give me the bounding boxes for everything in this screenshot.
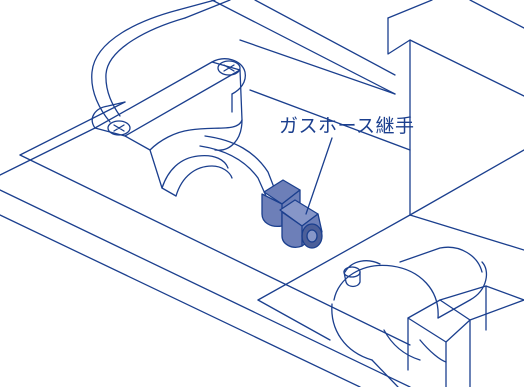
callout-leader-line	[305, 137, 333, 215]
mounting-bracket	[91, 58, 246, 197]
gas-hose	[199, 135, 276, 197]
callout-label-gas-hose-fitting: ガスホース継手	[279, 115, 415, 137]
burner-valve-assembly	[331, 246, 524, 387]
back-wall	[211, 0, 524, 216]
screw-right	[217, 60, 241, 76]
gas-hose-fitting	[261, 179, 323, 249]
screw-left	[107, 120, 131, 136]
hose-loop	[91, 0, 231, 123]
frame-lines	[0, 39, 524, 387]
